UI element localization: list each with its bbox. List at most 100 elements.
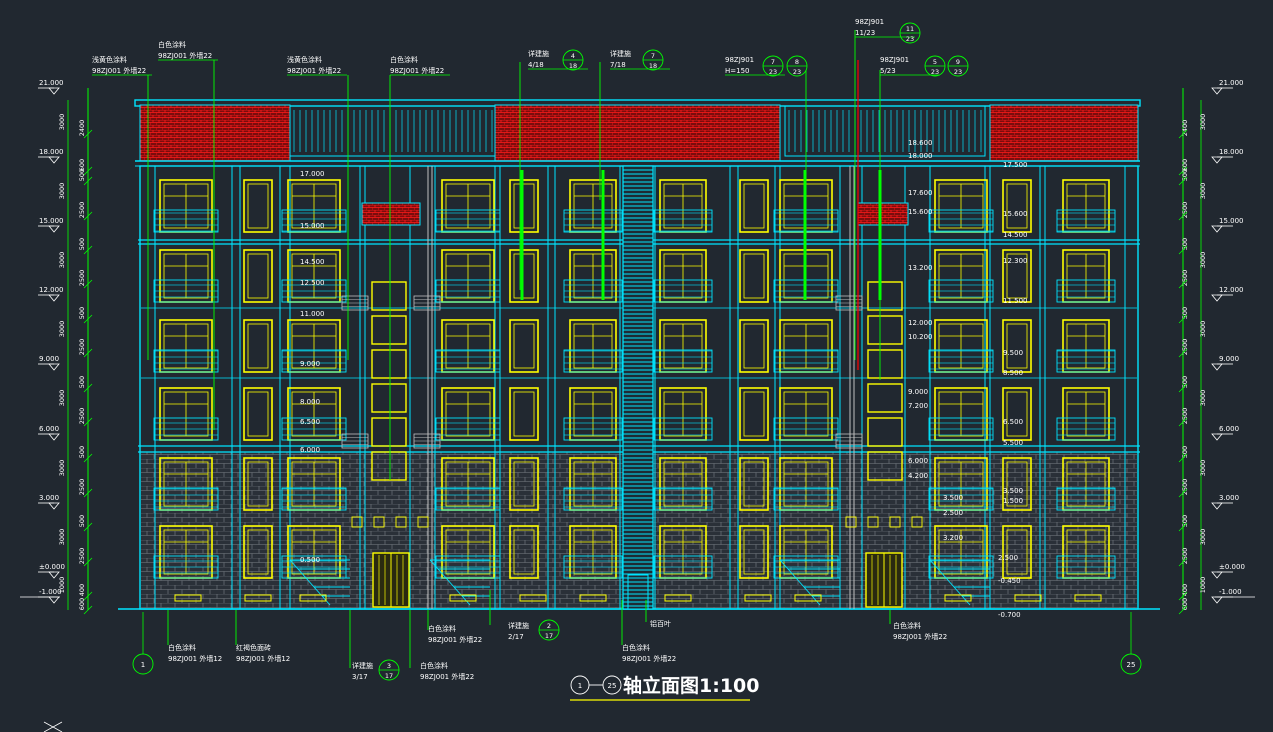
- window: [1002, 249, 1032, 303]
- inner-level-right: 5.500: [1003, 439, 1023, 447]
- balcony-railing: [563, 209, 623, 233]
- inner-dimension-text: 2500: [78, 479, 86, 496]
- window: [653, 457, 713, 511]
- inner-level-left: 6.000: [300, 446, 320, 454]
- top-annotation-line2: 5/23: [880, 67, 896, 75]
- balcony-railing: [1056, 209, 1116, 233]
- base-vent: [1014, 594, 1042, 602]
- level-label: ±0.000: [39, 563, 65, 571]
- inner-dimension-text: 2400: [1181, 120, 1189, 137]
- inner-dimension-text: 500: [78, 515, 86, 527]
- level-marker: [48, 363, 60, 371]
- detail-bubble: 718: [642, 49, 664, 71]
- inner-dimension-text: 600: [1181, 598, 1189, 610]
- balcony-railing: [1056, 417, 1116, 441]
- inner-dimension-text: 500: [78, 376, 86, 388]
- stair-window: [371, 383, 407, 413]
- balcony-railing: [653, 555, 713, 579]
- window: [928, 387, 994, 441]
- window: [509, 319, 539, 373]
- window: [1002, 179, 1032, 233]
- window: [509, 457, 539, 511]
- inner-dimension-text: 400: [1181, 584, 1189, 596]
- inner-level-right: 13.200: [908, 264, 933, 272]
- level-marker: [1211, 596, 1223, 604]
- bottom-annotation-line1: 红褐色面砖: [236, 643, 271, 652]
- top-annotation-line1: 详建施: [610, 49, 631, 58]
- level-label: 3.000: [39, 494, 59, 502]
- balcony-railing: [928, 279, 994, 303]
- window: [509, 249, 539, 303]
- balcony-railing: [928, 349, 994, 373]
- dimension-tick: [1178, 383, 1188, 393]
- window: [928, 457, 994, 511]
- balcony-railing: [281, 487, 347, 511]
- balcony-railing: [281, 209, 347, 233]
- balcony-railing: [435, 209, 501, 233]
- window: [563, 249, 623, 303]
- inner-level-right: 2.500: [943, 509, 963, 517]
- window: [281, 387, 347, 441]
- level-marker: [48, 294, 60, 302]
- parapet-screen: [289, 105, 496, 157]
- window: [243, 249, 273, 303]
- detail-bubble: 923: [947, 55, 969, 77]
- window: [1002, 387, 1032, 441]
- bubble-sheet: 23: [931, 68, 939, 76]
- dimension-tick: [1178, 557, 1188, 567]
- inner-level-right: 1.500: [1003, 497, 1023, 505]
- outer-dimension-text: 3000: [58, 529, 66, 546]
- balcony-railing: [653, 209, 713, 233]
- outer-dimension-text: 3000: [58, 183, 66, 200]
- base-vent: [519, 594, 547, 602]
- inner-level-right: 18.000: [908, 152, 933, 160]
- dimension-tick: [83, 453, 93, 463]
- entrance-steps: [929, 559, 990, 606]
- inner-level-right: 6.500: [1003, 418, 1023, 426]
- inner-level-left: 8.000: [300, 398, 320, 406]
- window: [563, 387, 623, 441]
- top-annotation-line2: 7/18: [610, 61, 626, 69]
- level-label: -1.000: [39, 588, 62, 596]
- balcony-railing: [153, 279, 219, 303]
- dimension-tick: [1178, 591, 1188, 601]
- stair-window: [371, 417, 407, 447]
- inner-level-left: 17.000: [300, 170, 325, 178]
- window: [563, 525, 623, 579]
- window: [243, 387, 273, 441]
- bracket: [373, 516, 385, 528]
- balcony-railing: [153, 417, 219, 441]
- top-annotation-line2: 98ZJ001 外墙22: [287, 66, 341, 75]
- roof-tile-panel: [139, 104, 291, 162]
- roof-tile-panel: [494, 104, 781, 162]
- detail-bubble: 523: [924, 55, 946, 77]
- balcony-railing: [928, 417, 994, 441]
- inner-level-left: 0.500: [300, 556, 320, 564]
- inner-level-left: 15.000: [300, 222, 325, 230]
- dimension-tick: [83, 383, 93, 393]
- top-annotation-line1: 浅黄色涂料: [92, 55, 127, 64]
- balcony-railing: [281, 417, 347, 441]
- inner-level-right: 7.200: [908, 402, 928, 410]
- window: [153, 319, 219, 373]
- balcony-railing: [153, 209, 219, 233]
- window: [739, 249, 769, 303]
- inner-level-right: 9.500: [1003, 349, 1023, 357]
- parapet-screen: [784, 105, 986, 157]
- balcony-railing: [1056, 349, 1116, 373]
- inner-dimension-text: 400: [78, 584, 86, 596]
- base-vent: [449, 594, 477, 602]
- window: [1056, 525, 1116, 579]
- window: [1056, 179, 1116, 233]
- balcony-railing: [1056, 555, 1116, 579]
- bottom-annotation-line1: 白色涂料: [893, 621, 921, 630]
- ac-grille: [341, 433, 369, 449]
- dimension-tick: [83, 279, 93, 289]
- window: [281, 249, 347, 303]
- inner-dimension-text: 500: [1181, 446, 1189, 458]
- inner-level-right: 9.000: [908, 388, 928, 396]
